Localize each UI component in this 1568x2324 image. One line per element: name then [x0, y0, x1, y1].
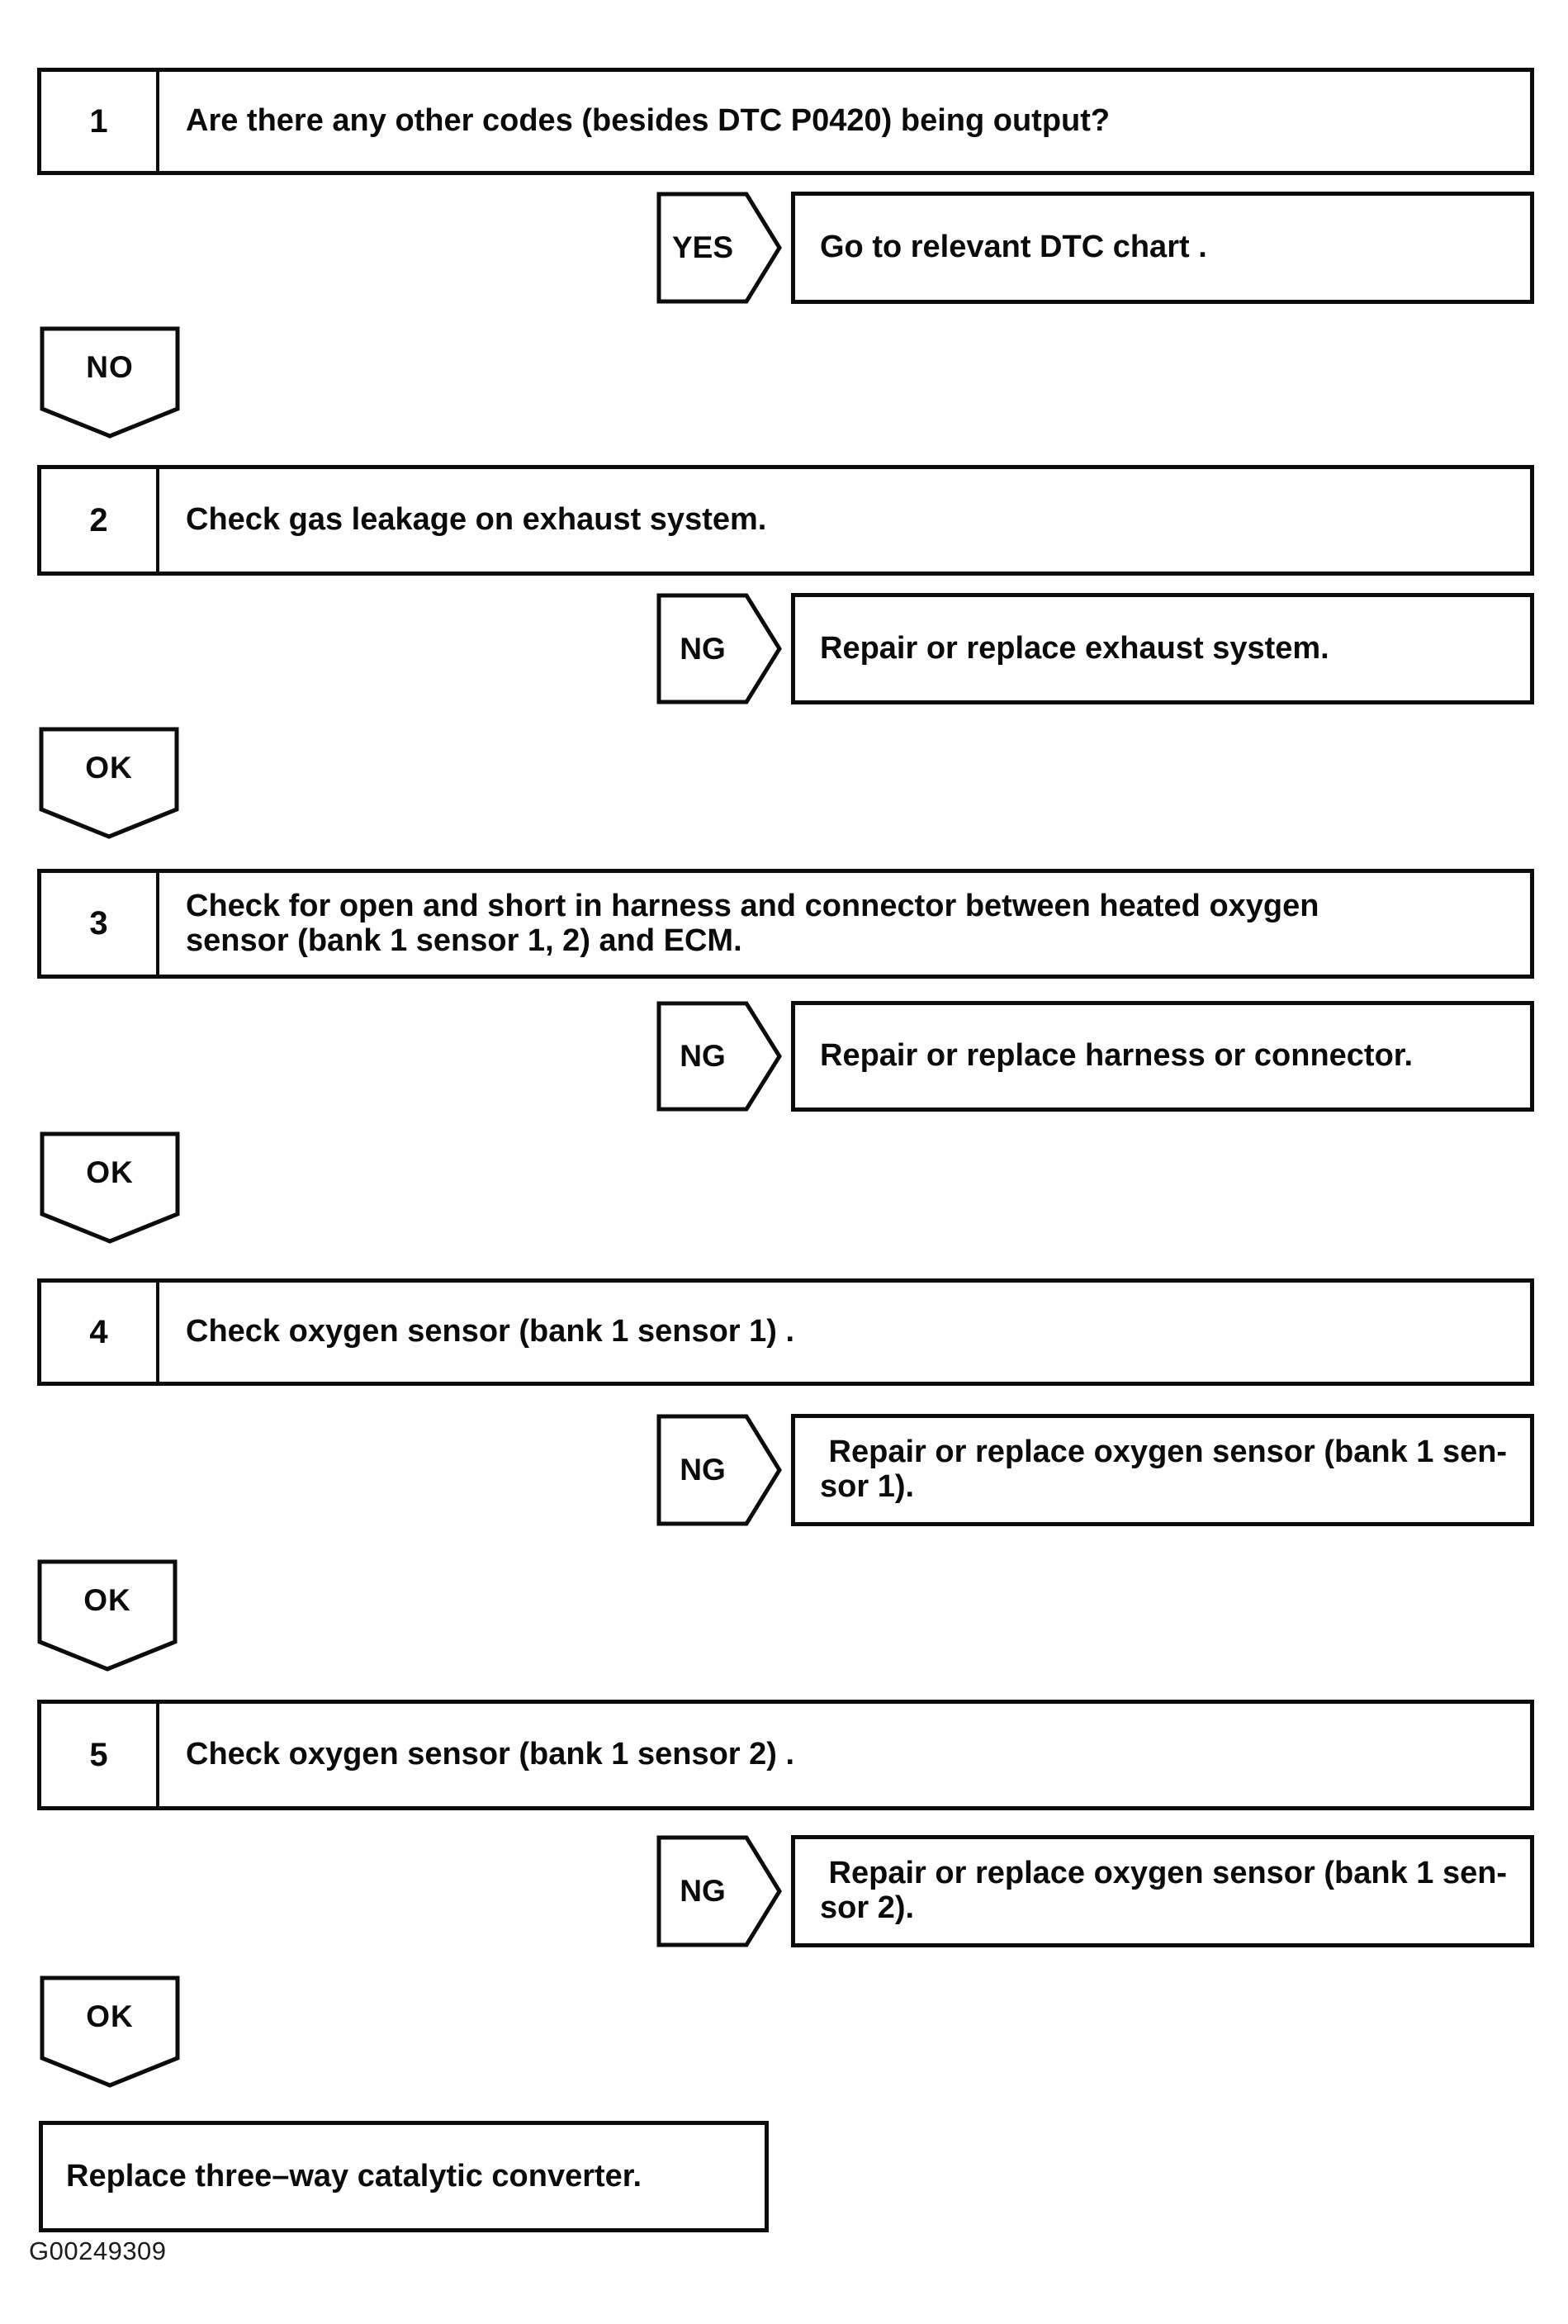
down-arrow-pentagon-icon — [37, 1559, 178, 1672]
branch-result-box: Repair or replace harness or connector. — [791, 1001, 1534, 1112]
step-number: 4 — [89, 1313, 108, 1350]
step-number-cell: 4 — [41, 1283, 159, 1382]
yes-branch-pentagon: YES — [656, 192, 782, 304]
right-arrow-pentagon-icon — [656, 192, 782, 304]
branch-row-5: NG Repair or replace oxygen sensor (bank… — [0, 1835, 1568, 1947]
branch-result-box: Repair or replace oxygen sensor (bank 1 … — [791, 1414, 1534, 1526]
branch-result-text: Repair or replace exhaust system. — [820, 630, 1329, 666]
continue-pentagon-ok-2: OK — [40, 1131, 180, 1244]
step-number-cell: 3 — [41, 873, 159, 975]
down-arrow-pentagon-icon — [40, 326, 180, 439]
down-arrow-pentagon-icon — [39, 727, 179, 839]
branch-label: NG — [680, 1874, 726, 1908]
branch-result-text: Repair or replace harness or connector. — [820, 1038, 1414, 1074]
step-question: Check oxygen sensor (bank 1 sensor 1) . — [186, 1314, 795, 1349]
continue-label: OK — [86, 1999, 134, 2033]
step-question: Are there any other codes (besides DTC P… — [186, 103, 1111, 139]
step-number: 3 — [89, 905, 108, 941]
continue-pentagon-no: NO — [40, 326, 180, 439]
branch-label: NG — [680, 1039, 726, 1073]
branch-row-4: NG Repair or replace oxygen sensor (bank… — [0, 1414, 1568, 1526]
branch-label: YES — [671, 230, 734, 264]
step-box-3: 3 Check for open and short in harness an… — [37, 869, 1534, 979]
ng-branch-pentagon: NG — [656, 593, 782, 704]
figure-id-label: G00249309 — [29, 2236, 167, 2265]
continue-pentagon-ok-3: OK — [37, 1559, 178, 1672]
step-box-1: 1 Are there any other codes (besides DTC… — [37, 68, 1534, 175]
branch-label: NG — [680, 1453, 726, 1487]
ng-branch-pentagon: NG — [656, 1414, 782, 1526]
branch-label: NG — [680, 631, 726, 666]
branch-row-1: YES Go to relevant DTC chart . — [0, 192, 1568, 304]
branch-result-box: Go to relevant DTC chart . — [791, 192, 1534, 304]
continue-pentagon-ok-1: OK — [39, 727, 179, 839]
right-arrow-pentagon-icon — [656, 1835, 782, 1947]
continue-label: OK — [86, 1155, 134, 1189]
branch-result-text: Repair or replace oxygen sensor (bank 1 … — [820, 1435, 1508, 1504]
ng-branch-pentagon: NG — [656, 1835, 782, 1947]
final-action-box: Replace three–way catalytic converter. — [39, 2121, 769, 2232]
continue-label: NO — [86, 350, 134, 384]
step-question: Check oxygen sensor (bank 1 sensor 2) . — [186, 1737, 795, 1772]
continue-label: OK — [83, 1583, 131, 1617]
branch-result-text: Go to relevant DTC chart . — [820, 230, 1207, 265]
step-number-cell: 1 — [41, 72, 159, 171]
branch-row-2: NG Repair or replace exhaust system. — [0, 593, 1568, 704]
branch-row-3: NG Repair or replace harness or connecto… — [0, 1001, 1568, 1112]
down-arrow-pentagon-icon — [40, 1975, 180, 2088]
step-question: Check for open and short in harness and … — [186, 889, 1319, 958]
final-action-text: Replace three–way catalytic converter. — [66, 2159, 642, 2194]
step-box-5: 5 Check oxygen sensor (bank 1 sensor 2) … — [37, 1700, 1534, 1810]
ng-branch-pentagon: NG — [656, 1001, 782, 1112]
branch-result-box: Repair or replace oxygen sensor (bank 1 … — [791, 1835, 1534, 1947]
continue-label: OK — [85, 751, 133, 785]
step-number-cell: 5 — [41, 1704, 159, 1806]
down-arrow-pentagon-icon — [40, 1131, 180, 1244]
branch-result-box: Repair or replace exhaust system. — [791, 593, 1534, 704]
step-number: 2 — [89, 501, 108, 538]
step-box-4: 4 Check oxygen sensor (bank 1 sensor 1) … — [37, 1278, 1534, 1386]
step-question: Check gas leakage on exhaust system. — [186, 502, 767, 538]
right-arrow-pentagon-icon — [656, 1414, 782, 1526]
right-arrow-pentagon-icon — [656, 1001, 782, 1112]
right-arrow-pentagon-icon — [656, 593, 782, 704]
continue-pentagon-ok-4: OK — [40, 1975, 180, 2088]
step-box-2: 2 Check gas leakage on exhaust system. — [37, 465, 1534, 576]
step-number: 1 — [89, 102, 108, 140]
step-number-cell: 2 — [41, 469, 159, 572]
branch-result-text: Repair or replace oxygen sensor (bank 1 … — [820, 1856, 1508, 1925]
step-number: 5 — [89, 1736, 108, 1773]
